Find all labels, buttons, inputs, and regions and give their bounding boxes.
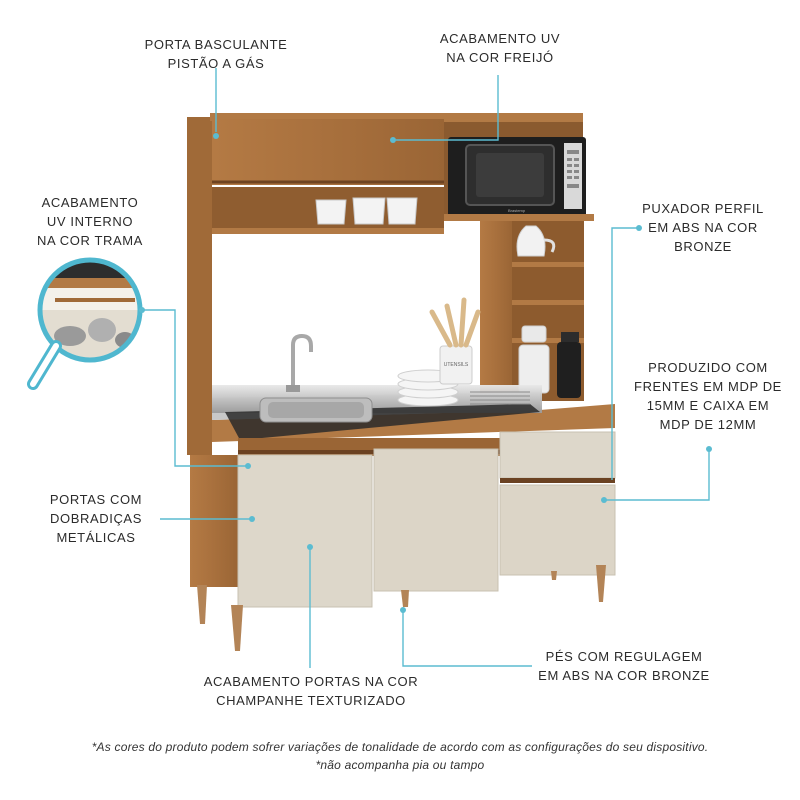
callout-puxador: PUXADOR PERFIL EM ABS NA COR BRONZE [642,201,764,254]
lower-cabinet [190,431,616,651]
footnote-colors: *As cores do produto podem sofrer variaç… [91,740,709,754]
side-column [480,221,584,401]
callout-acabamento-portas: ACABAMENTO PORTAS NA COR CHAMPANHE TEXTU… [203,674,419,708]
svg-text:UTENSILS: UTENSILS [444,362,469,368]
callout-portas-dobradicas: PORTAS COM DOBRADIÇAS METÁLICAS [49,492,143,545]
countertop: UTENSILS [212,297,615,442]
legs [197,565,606,651]
callout-lines [139,68,712,668]
microwave: Brastemp [448,137,586,217]
basculante-door [212,119,444,185]
callout-porta-basculante: PORTA BASCULANTE PISTÃO A GÁS [144,37,288,71]
svg-text:Brastemp: Brastemp [508,208,526,213]
bottom-drawer [499,484,616,576]
upper-cabinet: Brastemp [187,113,594,455]
handle-profile [500,478,615,483]
callout-acabamento-uv-freijo: ACABAMENTO UV NA COR FREIJÓ [439,31,561,65]
utensil-canister: UTENSILS [429,297,481,385]
left-door [237,454,373,608]
callout-acabamento-uv-interno: ACABAMENTO UV INTERNO NA COR TRAMA [37,195,143,248]
footnote-no-sink: *não acompanha pia ou tampo [315,758,485,772]
middle-door [373,448,499,592]
callout-pes: PÉS COM REGULAGEM EM ABS NA COR BRONZE [538,649,710,683]
top-drawer [499,431,616,479]
zoom-magnifier [27,257,143,390]
callout-produzido: PRODUZIDO COM FRENTES EM MDP DE 15MM E C… [634,360,782,432]
cups [315,197,418,225]
